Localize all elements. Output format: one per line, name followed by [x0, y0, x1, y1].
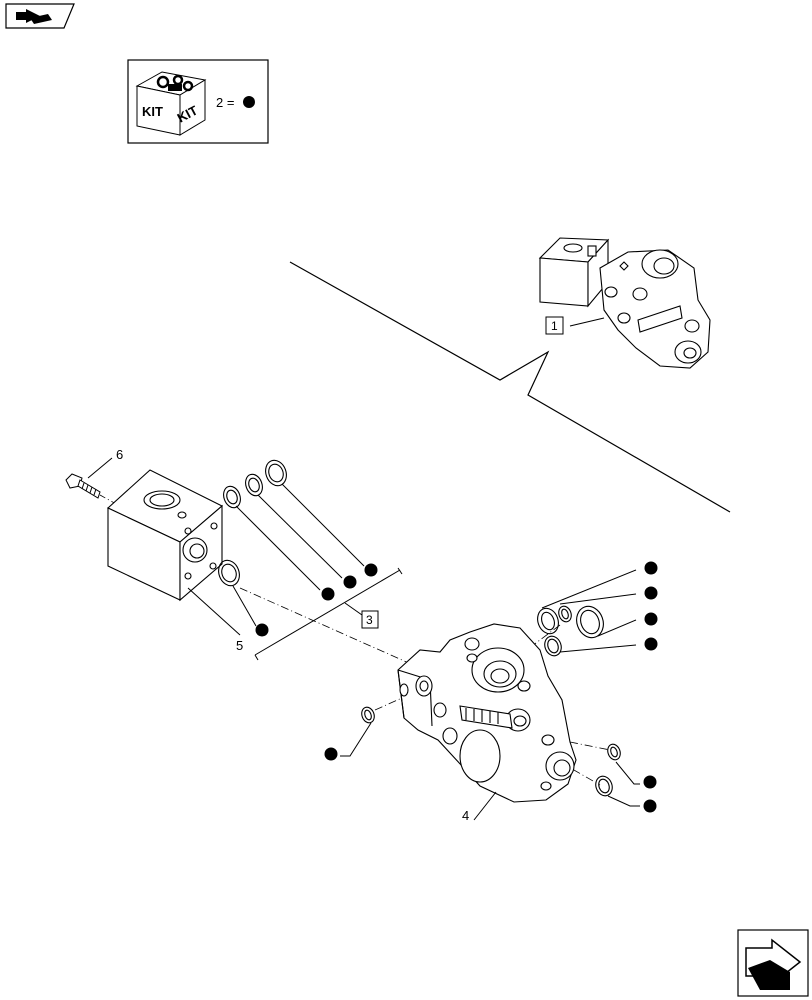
kit-label-left: KIT	[142, 104, 163, 119]
callout-5: 5	[236, 638, 243, 653]
filled-dot-icon	[321, 587, 335, 601]
callout-6: 6	[116, 447, 123, 462]
leader-line-6	[87, 457, 113, 479]
kit-bracket-line	[254, 569, 401, 656]
screw-part-6	[65, 473, 101, 499]
valve-body-part-4	[397, 623, 577, 803]
o-ring-set-block	[218, 459, 287, 587]
kit-legend: KIT KIT 2 =	[127, 59, 269, 144]
callout-box-1	[545, 316, 564, 335]
valve-assembly-overview	[538, 237, 711, 369]
filled-dot-icon	[644, 637, 658, 651]
leader-line-5	[187, 587, 241, 636]
filled-dot-icon	[643, 775, 657, 789]
filled-dot-icon	[644, 586, 658, 600]
leader-line-3	[344, 602, 363, 616]
callout-4: 4	[462, 808, 469, 823]
callout-box-3	[361, 610, 379, 629]
callout-3: 3	[366, 613, 373, 627]
callout-1: 1	[551, 319, 558, 333]
leader-line-1	[569, 317, 605, 327]
previous-page-arrow-icon[interactable]	[5, 3, 75, 29]
kit-quantity-label: 2 =	[216, 95, 234, 110]
filled-dot-icon	[364, 563, 378, 577]
filled-dot-icon	[644, 612, 658, 626]
filled-dot-icon	[343, 575, 357, 589]
o-ring-set-valve	[361, 605, 621, 797]
kit-box-icon: KIT KIT	[135, 71, 207, 136]
filled-dot-icon	[644, 561, 658, 575]
filled-dot-icon	[324, 747, 338, 761]
seal-kit-markers-valve	[324, 561, 658, 813]
filled-dot-icon	[255, 623, 269, 637]
filled-dot-icon	[643, 799, 657, 813]
section-break-line	[289, 261, 731, 513]
filled-dot-icon	[243, 96, 255, 108]
leader-line-4	[473, 791, 497, 821]
solenoid-block-part-5	[107, 469, 223, 602]
seal-kit-markers-block	[232, 483, 378, 637]
next-page-arrow-icon[interactable]	[737, 929, 809, 997]
